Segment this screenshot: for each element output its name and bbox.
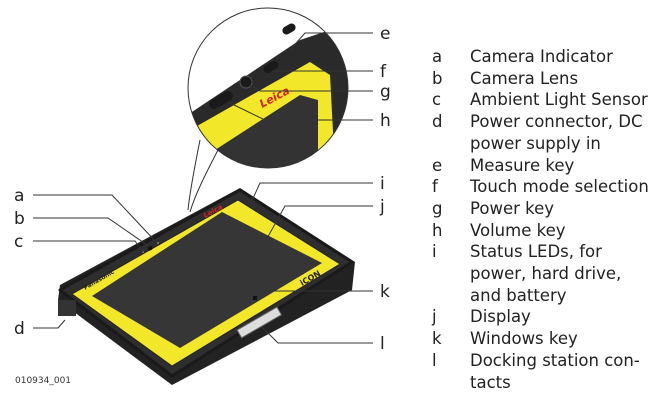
callout-l: l (380, 334, 385, 354)
magnifier-connector (187, 139, 201, 211)
legend-text: power supply in (470, 133, 601, 153)
legend-item: i Status LEDs, for (432, 241, 649, 263)
legend-text: Volume key (470, 220, 566, 240)
legend-text: Display (470, 307, 531, 327)
legend-item: j Display (432, 306, 649, 328)
legend-text: power, hard drive, (470, 264, 622, 284)
callout-e: e (380, 24, 390, 44)
legend-text: Power key (470, 198, 555, 218)
leader-lines (33, 32, 373, 344)
legend-text: tacts (470, 372, 511, 392)
legend-key (432, 285, 470, 307)
callout-a: a (14, 186, 24, 206)
tablet: Leica Panasonic iCON (58, 188, 355, 385)
device-illustration: Leica Panasonic iCON Leica (14, 7, 391, 385)
legend-key: k (432, 329, 442, 349)
legend-text: Docking station con- (470, 350, 640, 370)
legend-text: Touch mode selection (470, 177, 649, 197)
camera-lens (147, 245, 153, 251)
legend-item: and battery (432, 285, 649, 307)
legend-text: Ambient Light Sensor (470, 90, 648, 110)
legend-item: b Camera Lens (432, 68, 649, 90)
legend-key: l (432, 350, 437, 370)
legend-item: c Ambient Light Sensor (432, 89, 649, 111)
windows-key (253, 296, 257, 300)
legend-key (432, 263, 470, 285)
legend-item: a Camera Indicator (432, 46, 649, 68)
docking-contacts (236, 306, 283, 339)
magnifier-detail: Leica (187, 7, 349, 169)
legend-key: i (432, 242, 437, 262)
volume-key (209, 91, 233, 109)
legend-key (432, 372, 470, 394)
legend-item: tacts (432, 372, 649, 394)
legend-item: d Power connector, DC (432, 111, 649, 133)
camera-indicator (157, 242, 159, 244)
legend-text: Windows key (470, 329, 578, 349)
legend-item: e Measure key (432, 155, 649, 177)
legend-text: Camera Indicator (470, 47, 613, 66)
power-connector (58, 300, 76, 316)
legend-key: d (432, 112, 443, 132)
callout-g: g (380, 82, 391, 102)
legend-text: Camera Lens (470, 68, 579, 88)
legend-item: k Windows key (432, 328, 649, 350)
callout-k: k (380, 282, 390, 302)
callout-i: i (380, 174, 385, 194)
legend-key (432, 133, 470, 155)
legend-item: g Power key (432, 198, 649, 220)
display (92, 212, 322, 348)
legend-key: b (432, 68, 443, 88)
legend-item: l Docking station con- (432, 350, 649, 372)
callout-d: d (14, 319, 25, 339)
legend-key: a (432, 47, 443, 66)
legend-key: f (432, 177, 438, 197)
callout-b: b (14, 209, 25, 229)
legend-key: g (432, 198, 443, 218)
legend-text: Status LEDs, for (470, 242, 602, 262)
power-key (239, 75, 253, 89)
legend-item: power, hard drive, (432, 263, 649, 285)
measure-key (282, 23, 296, 35)
legend-text: and battery (470, 285, 567, 305)
legend-item: f Touch mode selection (432, 176, 649, 198)
callout-c: c (14, 232, 23, 252)
touch-mode-key (263, 61, 279, 73)
magnifier-connector (189, 149, 219, 213)
callout-j: j (379, 197, 385, 217)
callout-h: h (380, 111, 391, 131)
legend-text: Measure key (470, 155, 575, 175)
legend-item: h Volume key (432, 220, 649, 242)
legend-key: h (432, 220, 443, 240)
legend-item: power supply in (432, 133, 649, 155)
legend-key: j (432, 307, 437, 327)
legend-text: Power connector, DC (470, 112, 643, 132)
callout-f: f (380, 62, 387, 82)
figure-id: 010934_001 (15, 376, 72, 386)
legend-key: e (432, 155, 443, 175)
legend-key: c (432, 90, 442, 110)
legend: a Camera Indicator b Camera Lens c Ambient Li… (432, 46, 649, 393)
